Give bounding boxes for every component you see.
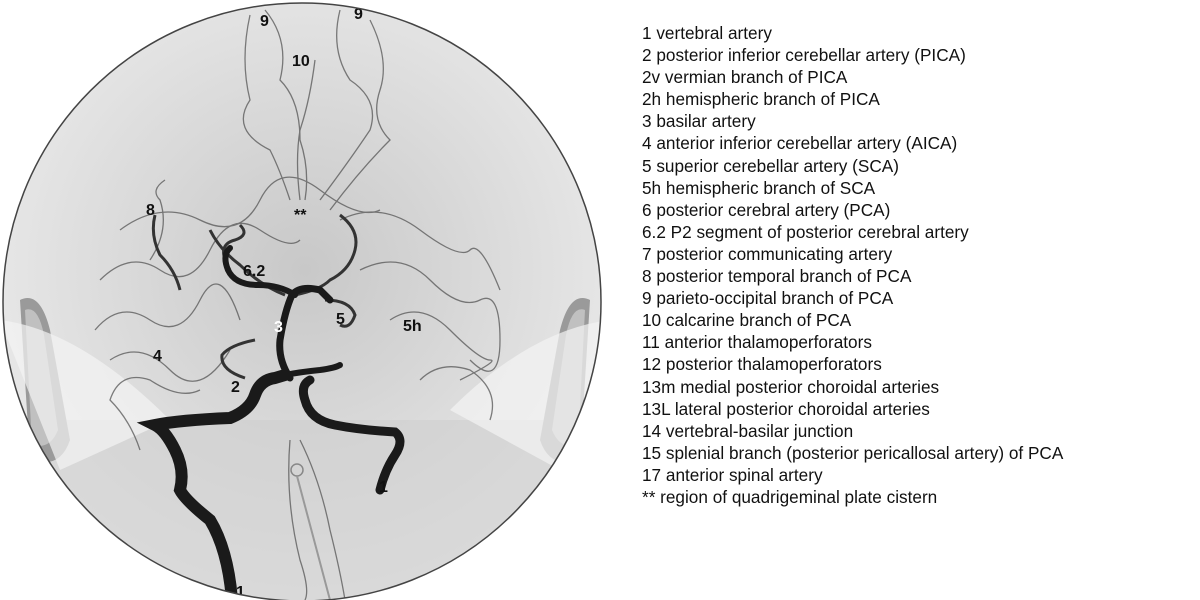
- legend-item: 8 posterior temporal branch of PCA: [642, 266, 912, 287]
- legend-item: 2v vermian branch of PICA: [642, 67, 848, 88]
- label-1-bottom: 1: [236, 584, 245, 600]
- legend-item: 2h hemispheric branch of PICA: [642, 89, 880, 110]
- legend-item: 17 anterior spinal artery: [642, 464, 823, 485]
- label-9-left: 9: [260, 13, 269, 30]
- image-border: [2, 2, 602, 600]
- small-vessels: [94, 9, 501, 600]
- legend-item: 4 anterior inferior cerebellar artery (A…: [642, 133, 958, 154]
- legend-item: 3 basilar artery: [642, 111, 756, 132]
- legend-item: ** region of quadrigeminal plate cistern: [642, 486, 938, 507]
- label-6-2: 6.2: [243, 263, 265, 280]
- legend-item: 10 calcarine branch of PCA: [642, 310, 852, 331]
- legend-item: 14 vertebral-basilar junction: [642, 420, 854, 441]
- legend-item: 6.2 P2 segment of posterior cerebral art…: [642, 221, 969, 242]
- legend-item: 5h hemispheric branch of SCA: [642, 177, 876, 198]
- label-4: 4: [153, 348, 162, 365]
- label-5: 5: [336, 311, 345, 328]
- major-arteries: [136, 245, 405, 600]
- label-3: 3: [274, 319, 283, 336]
- legend-item: 6 posterior cerebral artery (PCA): [642, 199, 891, 220]
- label-1-right: 1: [379, 479, 388, 496]
- legend-item: 7 posterior communicating artery: [642, 243, 893, 264]
- legend-item: 11 anterior thalamoperforators: [642, 332, 872, 353]
- label-9-right: 9: [354, 6, 363, 23]
- label-8: 8: [146, 202, 155, 219]
- label-2: 2: [231, 379, 240, 396]
- legend-item: 2 posterior inferior cerebellar artery (…: [642, 45, 966, 66]
- legend-item: 9 parieto-occipital branch of PCA: [642, 288, 894, 309]
- legend-item: 15 splenial branch (posterior pericallos…: [642, 442, 1064, 463]
- legend-item: 5 superior cerebellar artery (SCA): [642, 155, 899, 176]
- legend-item: 12 posterior thalamoperforators: [642, 354, 882, 375]
- label-10: 10: [292, 53, 310, 70]
- legend-item: 13L lateral posterior choroidal arteries: [642, 398, 930, 419]
- label-quadrigeminal: **: [294, 207, 307, 224]
- legend-item: 1 vertebral artery: [642, 23, 772, 43]
- angiogram-image: 9 9 10 8 ** 6.2 3 5 5h 4 2 1 1: [2, 2, 602, 600]
- legend-item: 13m medial posterior choroidal arteries: [642, 376, 940, 397]
- label-5h: 5h: [403, 318, 422, 335]
